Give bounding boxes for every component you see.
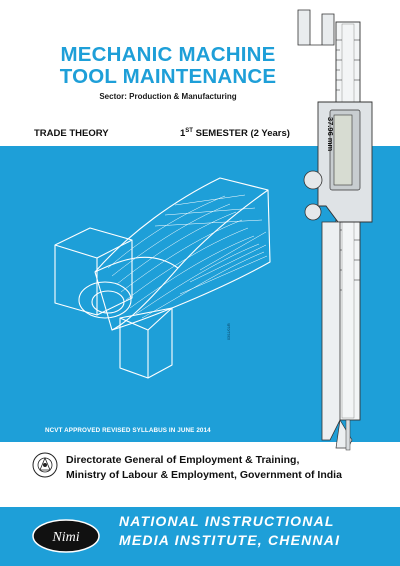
title-line-2: TOOL MAINTENANCE	[59, 65, 277, 88]
semester-suffix: ST	[185, 128, 193, 134]
india-emblem-icon	[32, 452, 58, 478]
semester-label: 1ST SEMESTER (2 Years)	[180, 128, 290, 139]
trade-theory-label: TRADE THEORY	[34, 128, 109, 139]
nimi-name-line-1: NATIONAL INSTRUCTIONAL	[119, 513, 335, 529]
dget-line-2: Ministry of Labour & Employment, Governm…	[66, 469, 342, 481]
nimi-logo-text: Nimi	[51, 530, 79, 545]
semester-text: SEMESTER (2 Years)	[192, 128, 290, 140]
nimi-name-line-2: MEDIA INSTITUTE, CHENNAI	[119, 532, 341, 548]
ncvt-syllabus-note: NCVT APPROVED REVISED SYLLABUS IN JUNE 2…	[45, 427, 211, 434]
sector-subtitle: Sector: Production & Manufacturing	[99, 92, 237, 101]
dget-line-1: Directorate General of Employment & Trai…	[66, 454, 300, 466]
semester-number: 1	[180, 128, 186, 140]
nimi-logo-icon: Nimi	[32, 519, 100, 553]
caliper-reading: 37.96 mm	[326, 117, 335, 152]
title-line-1: MECHANIC MACHINE	[60, 43, 276, 66]
